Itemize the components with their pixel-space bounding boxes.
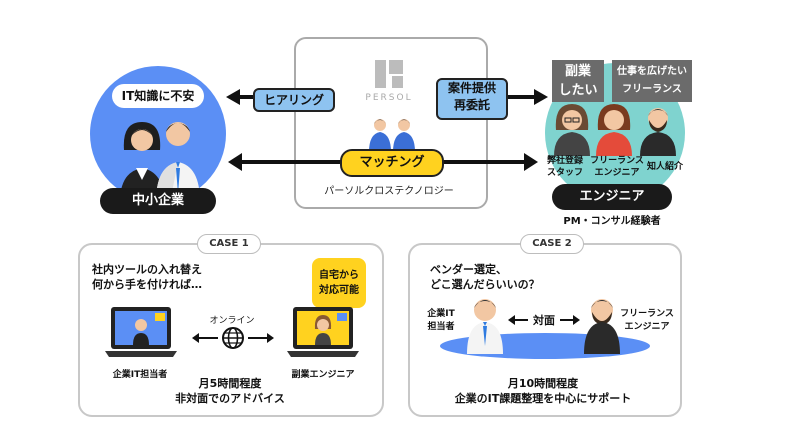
case2-left-label: 企業IT 担当者 (427, 309, 455, 332)
case1-online-arrows (192, 333, 274, 343)
case2-face-arrows (508, 315, 580, 325)
globe-icon (222, 327, 244, 349)
engineer-p1: 弊社登録 スタッフ (546, 156, 583, 178)
case2-freelance-person-icon (584, 299, 620, 354)
case1-laptop-right-icon (287, 307, 359, 357)
case2-heading: ベンダー選定、 どこ選んだらいいの？ (430, 263, 540, 291)
case2-middle: 対面 (533, 314, 555, 327)
engineer-people-icon (554, 104, 676, 156)
case1-tag: CASE 1 (197, 234, 261, 254)
client-label: 中小企業 (100, 188, 216, 214)
engineer-p3: 知人紹介 (646, 162, 683, 172)
case1-badge: 自宅から 対応可能 (312, 258, 366, 308)
client-group: IT知識に不安 中小企業 (82, 60, 232, 214)
persol-logo-text: PERSOL (365, 93, 413, 103)
proposal-label: 案件提供 再委託 (436, 78, 508, 120)
engineer-sub: PM・コンサル経験者 (563, 216, 661, 227)
persol-logo-icon (375, 60, 403, 88)
case2-it-person-icon (467, 299, 503, 354)
persol-caption: パーソルクロステクノロジー (324, 186, 454, 197)
hearing-label: ヒアリング (253, 88, 335, 112)
case2-tag: CASE 2 (520, 234, 584, 254)
matching-label: マッチング (340, 149, 444, 177)
case1-online: オンライン (209, 316, 255, 326)
engineer-label: エンジニア (552, 184, 672, 210)
client-bubble: IT知識に不安 (112, 84, 204, 108)
engineer-tag-side: 副業 したい (552, 60, 604, 102)
case2-footer: 月10時間程度 企業のIT課題整理を中心にサポート (454, 377, 632, 405)
case2-right-label: フリーランス エンジニア (620, 309, 674, 332)
case1-left-label: 企業IT担当者 (112, 370, 168, 380)
persol-staff-icon (369, 119, 415, 152)
case1-heading: 社内ツールの入れ替え 何から手を付ければ… (92, 263, 202, 291)
engineer-tag-free: 仕事を広げたい フリーランス (612, 60, 692, 102)
case1-right-label: 副業エンジニア (291, 370, 355, 380)
case2-box (408, 243, 682, 417)
case1-laptop-left-icon (105, 307, 177, 357)
engineer-p2: フリーランス エンジニア (590, 156, 644, 178)
case1-footer: 月5時間程度 非対面でのアドバイス (175, 377, 285, 405)
